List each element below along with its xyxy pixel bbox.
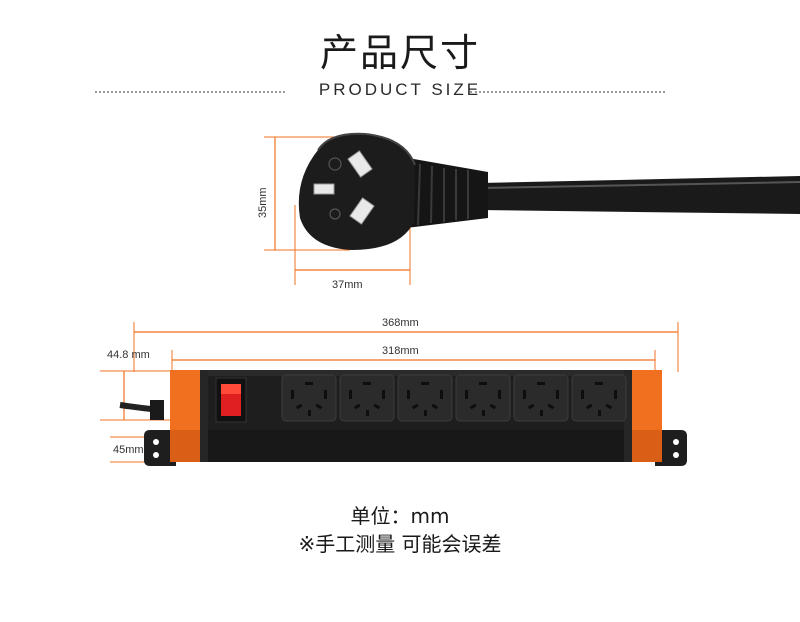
strip-total-length-label: 368mm <box>382 317 419 329</box>
strip-height-label: 44.8 mm <box>107 349 150 361</box>
page-title: 产品尺寸 <box>319 31 480 75</box>
unit-label: 单位：mm <box>350 504 450 528</box>
plug-drawing <box>264 132 800 285</box>
strip-depth-label: 45mm <box>113 444 144 456</box>
strip-inner-length-label: 318mm <box>382 345 419 357</box>
plug-height-label: 35mm <box>257 187 269 218</box>
plug-width-label: 37mm <box>332 279 363 291</box>
divider-right <box>470 91 665 93</box>
measurement-note: ※手工测量 可能会误差 <box>298 532 502 556</box>
power-strip-drawing <box>100 322 687 466</box>
subtitle-row: PRODUCT SIZE <box>0 80 800 102</box>
divider-left <box>95 91 285 93</box>
page-subtitle: PRODUCT SIZE <box>318 80 482 99</box>
